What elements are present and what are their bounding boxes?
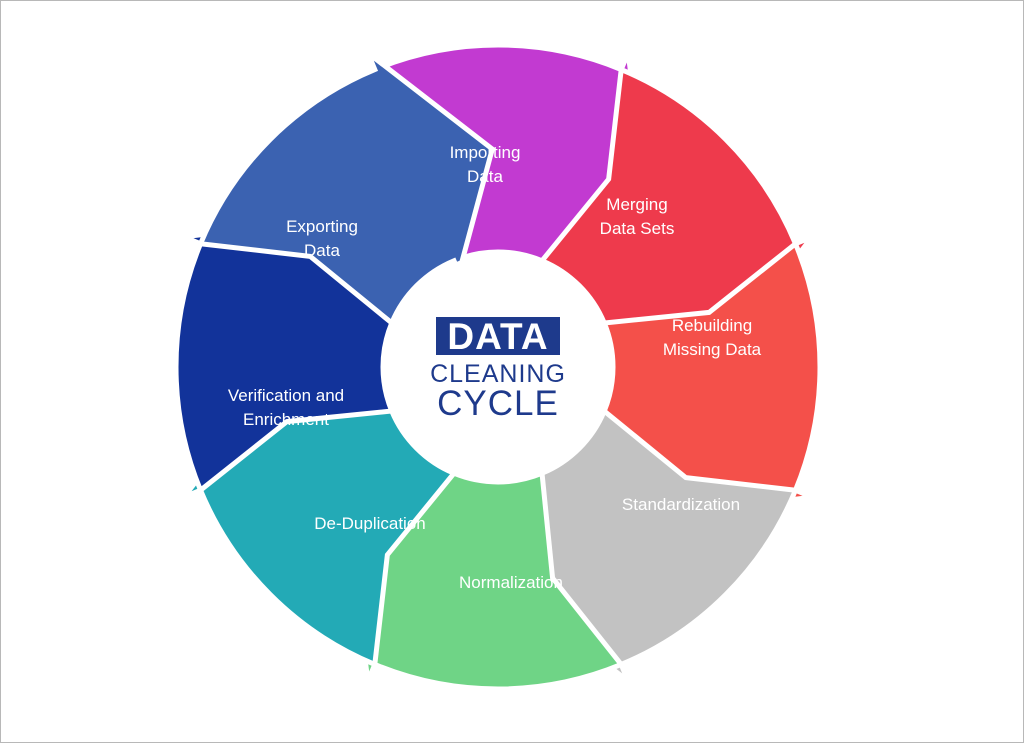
step-standardization-label: Standardization — [622, 495, 740, 514]
step-exporting-data-label-line: Data — [304, 241, 340, 260]
step-de-duplication-label: De-Duplication — [314, 514, 426, 533]
step-rebuilding-missing-data-label-line: Missing Data — [663, 340, 762, 359]
step-verification-and-enrichment-label-line: Verification and — [228, 386, 344, 405]
step-importing-data-label-line: Importing — [450, 143, 521, 162]
step-standardization-label-line: Standardization — [622, 495, 740, 514]
center-title: DATA CLEANING CYCLE — [430, 316, 566, 423]
step-normalization-label: Normalization — [459, 573, 563, 592]
step-exporting-data-label-line: Exporting — [286, 217, 358, 236]
step-merging-data-sets-label-line: Data Sets — [600, 219, 675, 238]
step-rebuilding-missing-data-label-line: Rebuilding — [672, 316, 752, 335]
cycle-segments — [173, 42, 823, 692]
title-line-cycle: CYCLE — [437, 384, 559, 423]
step-exporting-data-arrow — [196, 45, 496, 328]
step-verification-and-enrichment-label-line: Enrichment — [243, 410, 329, 429]
center-hub — [385, 254, 611, 480]
title-data-background — [436, 317, 560, 355]
step-importing-data-label-line: Data — [467, 167, 503, 186]
step-merging-data-sets-label-line: Merging — [606, 195, 667, 214]
step-normalization-label-line: Normalization — [459, 573, 563, 592]
step-de-duplication-label-line: De-Duplication — [314, 514, 426, 533]
title-line-cleaning: CLEANING — [430, 360, 566, 388]
title-line-data: DATA — [447, 316, 548, 357]
